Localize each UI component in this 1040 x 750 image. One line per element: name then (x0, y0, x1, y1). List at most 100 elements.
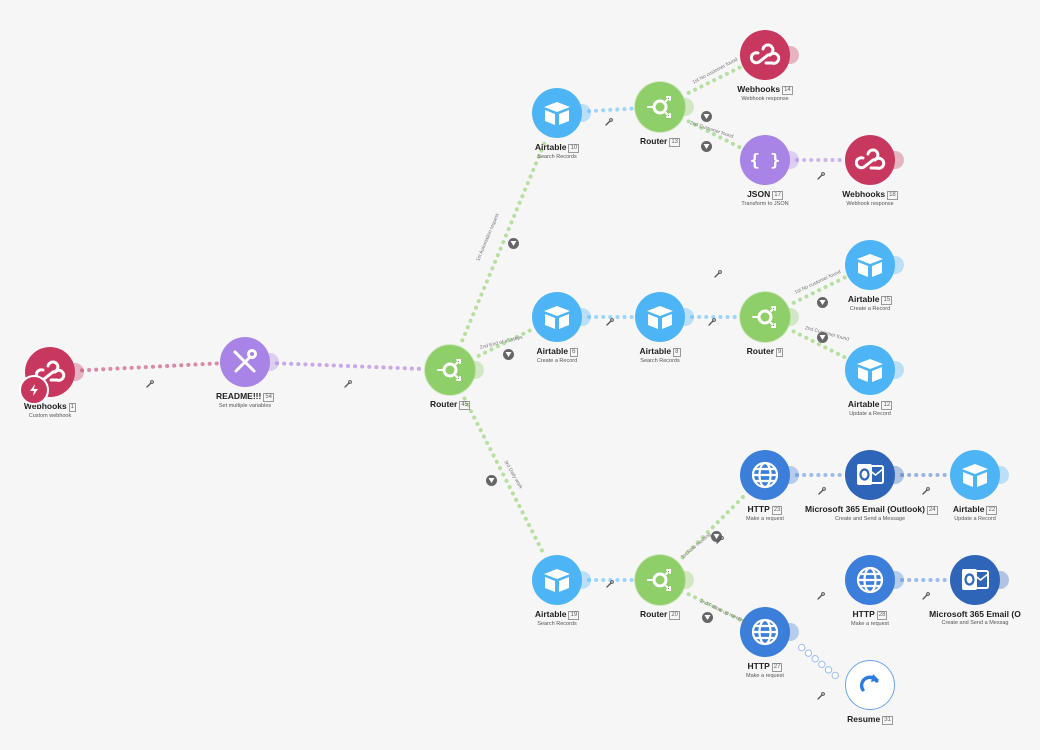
module-id-badge: 1 (68, 403, 77, 412)
wrench-icon[interactable] (344, 380, 352, 390)
module-id-badge: 8 (673, 348, 681, 357)
module-connector-handle[interactable] (783, 466, 799, 484)
module-connector-handle[interactable] (993, 466, 1009, 484)
wrench-icon[interactable] (606, 580, 614, 590)
module-connector-handle[interactable] (68, 363, 84, 381)
wrench-icon[interactable] (708, 318, 716, 328)
outlook-module-bubble[interactable] (950, 555, 1009, 605)
module-id-badge: 28 (876, 611, 888, 620)
module-title-text: Airtable (847, 294, 880, 304)
filter-icon[interactable] (701, 141, 712, 152)
wrench-icon[interactable] (818, 487, 826, 497)
router-icon (643, 90, 677, 124)
module-connector-handle[interactable] (678, 98, 694, 116)
module-connector-handle[interactable] (888, 361, 904, 379)
tools-module-bubble[interactable] (220, 337, 279, 387)
wrench-icon[interactable] (606, 318, 614, 328)
router-module-bubble[interactable] (740, 292, 799, 342)
module-id-badge: 14 (782, 86, 793, 95)
router-module-bubble[interactable] (425, 345, 484, 395)
module-connector-handle[interactable] (888, 571, 904, 589)
filter-icon[interactable] (503, 349, 514, 360)
json-module-bubble[interactable]: { } (740, 135, 799, 185)
filter-icon[interactable] (508, 238, 519, 249)
module-connector-handle[interactable] (575, 104, 591, 122)
webhook-module-bubble[interactable] (19, 347, 84, 405)
resume-module-bubble[interactable] (845, 660, 895, 710)
filter-icon[interactable] (711, 531, 722, 542)
filter-icon[interactable] (702, 612, 713, 623)
router-module-bubble[interactable] (635, 555, 694, 605)
filter-icon[interactable] (486, 475, 497, 486)
http-module-bubble[interactable] (740, 607, 799, 657)
airtable-icon (541, 302, 573, 332)
module-connector-handle[interactable] (468, 361, 484, 379)
module-connector-handle[interactable] (783, 623, 799, 641)
airtable-module-bubble[interactable] (845, 345, 904, 395)
wrench-icon[interactable] (146, 380, 154, 390)
module-connector-handle[interactable] (993, 571, 1009, 589)
module-connector-handle[interactable] (575, 571, 591, 589)
module-connector-handle[interactable] (783, 151, 799, 169)
http-module-bubble[interactable] (740, 450, 799, 500)
module-connector-handle[interactable] (263, 353, 279, 371)
wrench-icon[interactable] (716, 536, 724, 546)
module-connector-handle[interactable] (888, 256, 904, 274)
http-module-bubble[interactable] (845, 555, 904, 605)
router-module-bubble[interactable] (635, 82, 694, 132)
wrench-icon[interactable] (817, 592, 825, 602)
module-title: Microsoft 365 Email (O (910, 609, 1040, 619)
module-connector-handle[interactable] (678, 308, 694, 326)
router-icon (643, 563, 677, 597)
module-connector-handle[interactable] (888, 151, 904, 169)
airtable-module-bubble[interactable] (532, 555, 591, 605)
filter-icon[interactable] (817, 297, 828, 308)
wrench-icon[interactable] (605, 118, 613, 128)
wrench-icon[interactable] (817, 172, 825, 182)
airtable-module-bubble[interactable] (845, 240, 904, 290)
webhook-module-bubble[interactable] (845, 135, 904, 185)
module-connector-handle[interactable] (678, 571, 694, 589)
airtable-module-bubble[interactable] (635, 292, 694, 342)
outlook-module-bubble[interactable] (845, 450, 904, 500)
airtable-module-bubble[interactable] (532, 292, 591, 342)
module-title-text: JSON (747, 189, 771, 199)
module-connector-handle[interactable] (575, 308, 591, 326)
wrench-icon[interactable] (922, 487, 930, 497)
wrench-icon[interactable] (714, 270, 722, 280)
module-connector-handle[interactable] (888, 466, 904, 484)
filter-icon[interactable] (701, 111, 712, 122)
airtable-module-bubble[interactable] (950, 450, 1009, 500)
airtable-module-bubble[interactable] (532, 88, 591, 138)
wrench-icon[interactable] (922, 592, 930, 602)
module-connector-handle[interactable] (783, 46, 799, 64)
wrench-icon[interactable] (817, 692, 825, 702)
filter-icon[interactable] (817, 332, 828, 343)
webhook-module-bubble[interactable] (740, 30, 799, 80)
module-connector-handle[interactable] (783, 308, 799, 326)
